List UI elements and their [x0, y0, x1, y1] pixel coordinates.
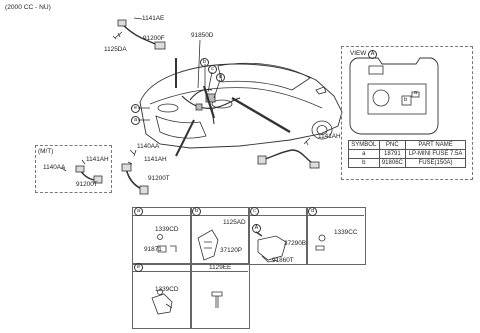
detail-letter-b: b — [192, 207, 201, 216]
label-1125da: 1125DA — [104, 46, 127, 53]
view-fuse-b-marker: b — [404, 97, 408, 103]
label-91200f: 91200F — [143, 35, 165, 42]
label-1141ae: 1141AE — [142, 15, 165, 22]
detail-cell-c — [248, 207, 308, 265]
part-1339cd-a: 1339CD — [155, 226, 179, 233]
detail-letter-c: c — [250, 207, 259, 216]
detail-cell-c-header — [248, 207, 306, 216]
table-cell: LP-MINI FUSE 7.5A — [405, 149, 466, 159]
table-cell: 18791 — [378, 149, 407, 159]
table-header-pnc: PNC — [378, 140, 407, 150]
callout-a: a — [131, 116, 140, 125]
detail-cell-e — [132, 263, 192, 329]
label-1141ah-right: 1141AH — [318, 133, 341, 140]
mt-label-1140aa: 1140AA — [43, 164, 66, 171]
label-1140aa: 1140AA — [137, 143, 160, 150]
detail-letter-e: e — [134, 263, 143, 272]
label-1141ah-main: 1141AH — [144, 156, 167, 163]
part-37120p: 37120P — [220, 247, 243, 254]
view-a-ref: A — [252, 224, 261, 233]
mt-box-title: (M/T) — [38, 148, 54, 155]
table-cell: 91806C — [378, 158, 407, 168]
part-91860t: 91860T — [272, 257, 294, 264]
detail-cell-b-header — [190, 207, 248, 216]
table-header-symbol: SYMBOL — [348, 140, 380, 150]
detail-cell-d — [306, 207, 366, 265]
mt-variant-box — [35, 145, 112, 193]
callout-e: e — [131, 104, 140, 113]
table-header-part-name: PART NAME — [405, 140, 466, 150]
label-91200t-main: 91200T — [148, 175, 170, 182]
table-cell: b — [348, 158, 380, 168]
part-91871: 91871 — [144, 246, 162, 253]
part-1339cd-e: 1339CD — [155, 286, 179, 293]
detail-cell-a — [132, 207, 192, 265]
table-cell: a — [348, 149, 380, 159]
label-91850d: 91850D — [191, 32, 214, 39]
detail-cell-e-header — [132, 263, 190, 272]
detail-cell-b — [190, 207, 250, 265]
diagram-title: (2000 CC - NU) — [5, 4, 51, 11]
detail-letter-a: a — [134, 207, 143, 216]
table-cell: FUSE(150A) — [405, 158, 466, 168]
detail-cell-bolt — [190, 263, 250, 329]
fuse-parts-table: SYMBOL PNC PART NAME a 18791 LP-MINI FUS… — [348, 140, 466, 168]
detail-letter-d: d — [308, 207, 317, 216]
part-37290b: 37290B — [284, 240, 307, 247]
callout-d: d — [216, 73, 225, 82]
table-header-row: SYMBOL PNC PART NAME — [348, 140, 466, 150]
callout-b: b — [200, 58, 209, 67]
view-a-box — [341, 46, 473, 180]
view-a-title: VIEW A — [350, 50, 378, 59]
table-row: b 91806C FUSE(150A) — [348, 158, 466, 168]
mt-label-91200t: 91200T — [76, 181, 98, 188]
view-fuse-a-marker: a — [414, 90, 418, 96]
detail-cell-a-header — [132, 207, 190, 216]
part-1129ee: 1129EE — [209, 264, 232, 271]
part-1125ad: 1125AD — [223, 219, 246, 226]
callout-c: c — [208, 65, 217, 74]
part-1339cc: 1339CC — [334, 229, 358, 236]
table-row: a 18791 LP-MINI FUSE 7.5A — [348, 149, 466, 159]
mt-label-1141ah: 1141AH — [86, 156, 109, 163]
detail-cell-d-header — [306, 207, 364, 216]
detail-cell-bolt-header — [190, 263, 248, 272]
